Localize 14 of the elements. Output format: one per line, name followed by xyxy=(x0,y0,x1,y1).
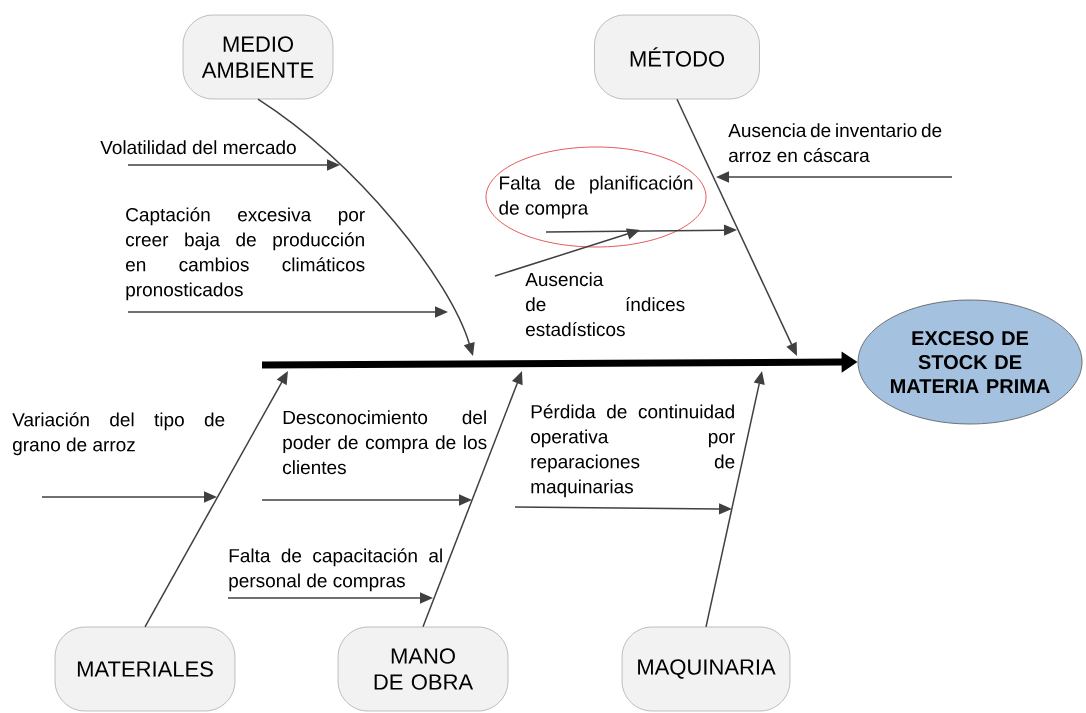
category-box: MANO DE OBRA xyxy=(337,626,509,712)
category-box: MATERIALES xyxy=(54,626,236,712)
cause-text: Variación del tipo de grano de arroz xyxy=(12,412,225,456)
cause-text: Desconocimiento del poder de compra de los clientes xyxy=(283,410,487,475)
category-box: MEDIO AMBIENTE xyxy=(182,14,334,100)
cause-text: Pérdida de continuidad operativa por reparaciones de maquinarias xyxy=(531,404,735,498)
cause-text: Falta de capacitación al personal de compras xyxy=(229,548,442,592)
category-box: MAQUINARIA xyxy=(621,626,791,712)
cause-text: Ausencia de inventario de arroz en cáscara xyxy=(728,123,942,163)
cause-text: Ausencia de índices estadísticos xyxy=(525,272,685,337)
cause-text: Captación excesiva por creer baja de producción en cambios climáticos pronosticados xyxy=(126,207,365,301)
cause-text: Volatilidad del mercado xyxy=(100,140,296,155)
arrow xyxy=(144,371,288,628)
category-box: MÉTODO xyxy=(594,14,760,100)
